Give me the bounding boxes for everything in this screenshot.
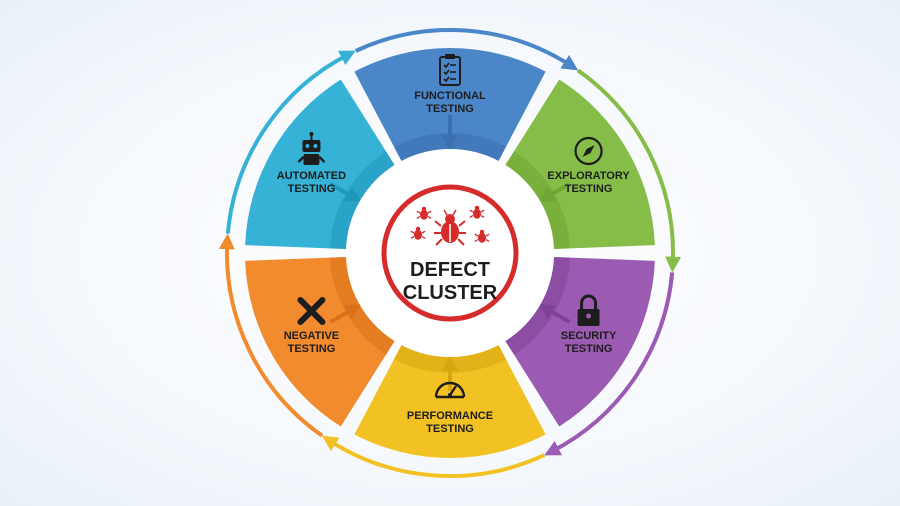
cycle-arrow-negative [218,233,324,438]
compass-icon [574,136,603,166]
segment-label-functional-line2: TESTING [426,103,474,115]
x-mark-icon [297,297,326,325]
segment-label-security-line2: TESTING [565,343,613,355]
segment-performance [354,344,546,459]
segment-labels: FUNCTIONALTESTINGEXPLORATORYTESTINGSECUR… [277,90,631,435]
inward-arrow-exploratory [538,182,571,202]
defect-cluster-hub: DEFECT CLUSTER [346,149,554,357]
segment-functional [354,48,546,162]
segment-icons [297,54,603,399]
bug-cluster-icon [410,205,490,246]
segment-security [505,256,655,427]
segment-exploratory [505,79,655,250]
center-ring [381,184,519,322]
segment-label-functional-line1: FUNCTIONAL [414,90,486,102]
segment-label-automated-line1: AUTOMATED [277,170,346,182]
segment-band-exploratory [505,151,570,250]
center-title-line2: CLUSTER [403,282,498,304]
inward-arrow-negative [329,304,362,324]
cycle-arrow-automated [225,50,356,234]
inward-arrows [329,115,571,391]
cycle-arrow-functional [354,28,579,71]
segment-label-exploratory-line1: EXPLORATORY [547,170,630,182]
segment-label-security-line1: SECURITY [561,330,617,342]
outer-cycle-arrows [218,28,682,478]
segment-negative [245,256,395,427]
inward-arrow-automated [329,182,362,202]
segment-label-negative-line2: TESTING [288,343,336,355]
segment-label-negative-line1: NEGATIVE [284,330,339,342]
segment-label-exploratory-line2: TESTING [565,183,613,195]
segment-label-performance-line1: PERFORMANCE [407,410,493,422]
center-title-line1: DEFECT [410,259,490,281]
speedometer-icon [434,381,466,399]
cycle-arrow-performance [321,435,546,478]
cycle-arrow-exploratory [576,68,682,273]
segment-label-automated-line2: TESTING [288,183,336,195]
segment-band-negative [330,256,395,355]
inward-arrow-security [538,304,571,324]
padlock-icon [577,294,600,326]
segment-band-automated [330,151,395,250]
segment-automated [245,79,395,250]
segment-label-performance-line2: TESTING [426,423,474,435]
robot-icon [297,132,326,165]
clipboard-checklist-icon [439,54,461,86]
segment-band-security [505,256,570,355]
cycle-arrow-security [544,272,675,456]
